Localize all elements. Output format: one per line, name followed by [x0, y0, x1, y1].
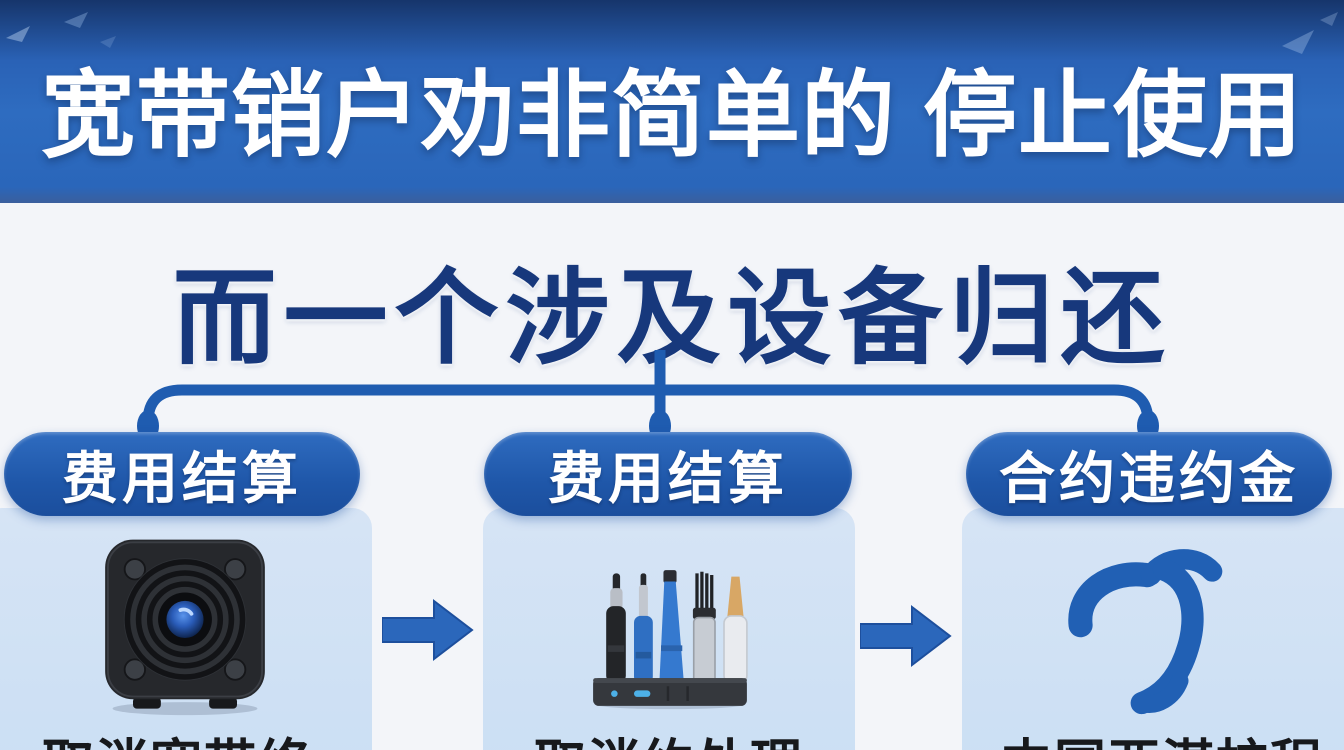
pill-label: 费用结算: [62, 446, 302, 510]
arrow-right-icon: [860, 604, 952, 668]
pill-label: 费用结算: [548, 446, 788, 510]
label-pill-2: 费用结算: [484, 432, 852, 516]
caption-cancel-broadband: 取消宽带络: [0, 722, 372, 750]
china-telecom-logo: [1068, 549, 1223, 715]
caption-cancel-contract-processing: 取消约处理: [483, 722, 855, 750]
sparkle-icon: [1262, 10, 1342, 70]
caption-china-telecom: 中国亚湛桩程: [962, 722, 1344, 750]
subtitle: 而一个涉及设备归还: [172, 261, 1172, 377]
camera-speaker-device-image: [105, 539, 265, 716]
label-pill-1: 费用结算: [4, 432, 360, 516]
banner-title: 宽带销户劝非简单的 停止使用: [40, 61, 1304, 167]
arrow-right-icon: [382, 598, 474, 662]
tool-pen-set-image: [593, 570, 748, 710]
label-pill-3: 合约违约金: [966, 432, 1332, 516]
pill-label: 合约违约金: [999, 446, 1299, 510]
sparkle-icon: [4, 8, 134, 56]
banner: 宽带销户劝非简单的 停止使用: [0, 0, 1344, 203]
